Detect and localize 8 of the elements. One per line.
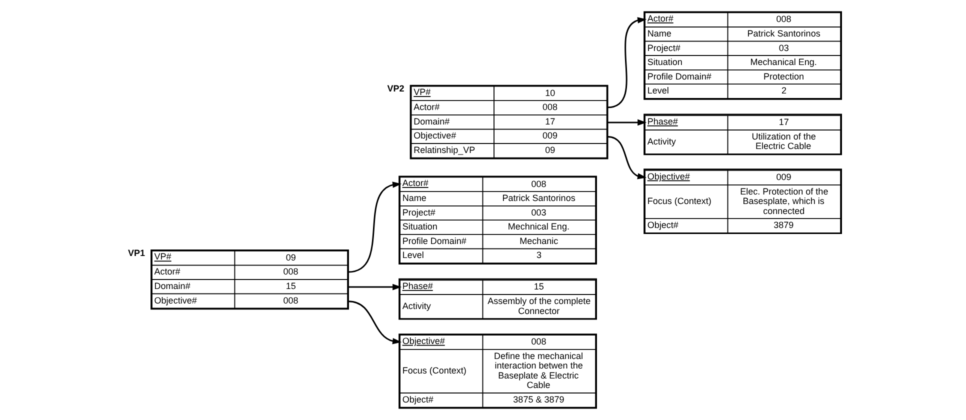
arrow: [607, 119, 646, 126]
arrow: [348, 182, 402, 273]
node-label: VP1: [128, 248, 145, 258]
arrow: [348, 300, 402, 344]
arrow: [606, 17, 646, 108]
arrow: [606, 136, 646, 180]
node-label: VP2: [386, 83, 404, 94]
arrow: [348, 284, 402, 290]
